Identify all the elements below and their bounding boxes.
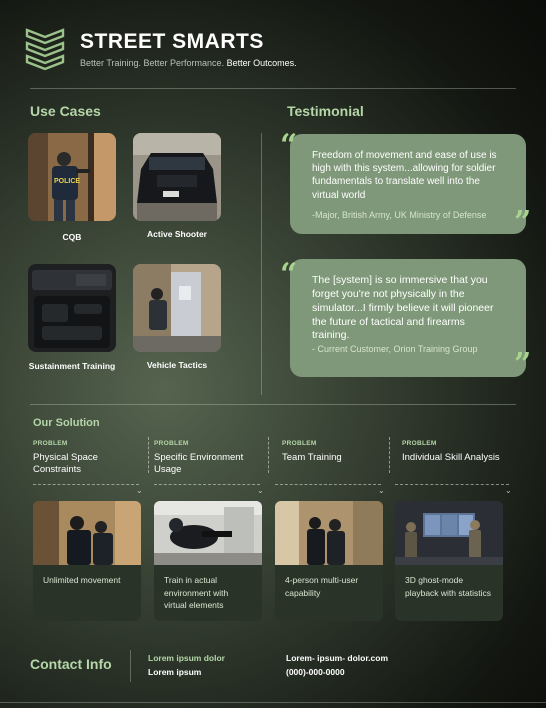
svg-text:POLICE: POLICE [54,178,80,185]
arrow-down-icon: ⌄ [378,486,385,495]
solution-card-3: 4-person multi-user capability [275,501,383,621]
problem-tag: PROBLEM [33,440,68,447]
solution-image-4 [395,501,503,565]
solution-divider [30,404,516,405]
testimonial-heading: Testimonial [287,103,364,119]
use-case-image-sustainment [28,264,116,352]
dashed-connector [154,484,260,485]
contact-heading: Contact Info [30,656,112,672]
header-divider [30,88,516,89]
use-case-label-active-shooter: Active Shooter [147,229,207,239]
tagline: Better Training. Better Performance. Bet… [80,58,297,68]
close-quote-icon: ” [514,205,532,240]
chevron-stack-logo-icon [24,27,66,71]
testimonial-card-1: Freedom of movement and ease of use is h… [290,134,526,234]
problem-text-2: Specific Environment Usage [154,452,244,476]
testimonial-card-2: The [system] is so immersive that you fo… [290,259,526,377]
dashed-connector [33,484,139,485]
dashed-connector [395,484,509,485]
solution-card-1: Unlimited movement [33,501,141,621]
testimonial-author-1: -Major, British Army, UK Ministry of Def… [312,209,487,220]
open-quote-icon: “ [280,257,298,292]
use-case-label-cqb: CQB [62,232,82,242]
problem-tag: PROBLEM [282,440,317,447]
solution-image-3 [275,501,383,565]
tagline-part-a: Better Training. Better Performance. [80,58,227,68]
use-case-image-vehicle-tactics [133,264,221,352]
column-separator [389,437,390,473]
use-cases-heading: Use Cases [30,103,101,119]
problem-tag: PROBLEM [154,440,189,447]
use-case-label-vehicle-tactics: Vehicle Tactics [146,360,208,370]
section-vertical-divider [261,133,262,395]
column-separator [148,437,149,473]
problem-tag: PROBLEM [402,440,437,447]
contact-website[interactable]: Lorem- ipsum- dolor.com [286,653,389,663]
solution-heading: Our Solution [33,417,100,429]
use-case-label-sustainment: Sustainment Training [28,361,116,371]
dashed-connector [275,484,381,485]
use-case-image-active-shooter [133,133,221,221]
testimonial-quote-2: The [system] is so immersive that you fo… [312,274,494,342]
contact-divider [130,650,131,682]
open-quote-icon: “ [280,128,298,163]
use-case-image-cqb: POLICE [28,133,116,221]
solution-card-4: 3D ghost-mode playback with statistics [395,501,503,621]
solution-text-2: Train in actual environment with virtual… [164,575,229,611]
tagline-part-b: Better Outcomes. [226,58,297,68]
problem-text-4: Individual Skill Analysis [402,452,500,463]
column-separator [268,437,269,473]
close-quote-icon: ” [514,347,532,382]
contact-line-1: Lorem ipsum dolor [148,653,225,663]
testimonial-quote-1: Freedom of movement and ease of use is h… [312,150,497,201]
testimonial-author-2: - Current Customer, Orion Training Group [312,344,478,355]
solution-card-2: Train in actual environment with virtual… [154,501,262,621]
brand-title: STREET SMARTS [80,30,264,53]
solution-text-4: 3D ghost-mode playback with statistics [405,575,491,598]
problem-text-1: Physical Space Constraints [33,452,98,476]
arrow-down-icon: ⌄ [257,486,264,495]
solution-image-2 [154,501,262,565]
arrow-down-icon: ⌄ [505,486,512,495]
contact-phone[interactable]: (000)-000-0000 [286,667,345,677]
problem-text-3: Team Training [282,452,342,463]
solution-image-1 [33,501,141,565]
solution-text-1: Unlimited movement [43,575,121,585]
solution-text-3: 4-person multi-user capability [285,575,359,598]
contact-line-2: Lorem ipsum [148,667,202,677]
footer-divider [0,702,546,703]
arrow-down-icon: ⌄ [136,486,143,495]
